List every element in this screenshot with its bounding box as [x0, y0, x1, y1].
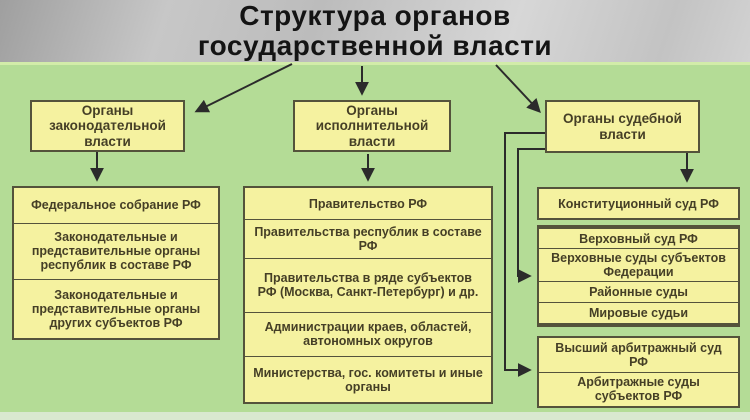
general-courts-box: Верховный суд РФ Верховные суды субъекто…	[537, 225, 740, 327]
arbitration-courts-box: Высший арбитражный суд РФ Арбитражные су…	[537, 336, 740, 408]
page-title: Структура органов государственной власти	[198, 1, 552, 60]
cell-supreme-courts-subjects: Верховные суды субъектов Федерации	[539, 248, 738, 281]
cell-governments-subjects: Правительства в ряде субъектов РФ (Москв…	[245, 258, 491, 312]
cell-administrations: Администрации краев, областей, автономны…	[245, 311, 491, 356]
cell-government-rf: Правительство РФ	[308, 196, 428, 211]
cell-arbitration-courts-subjects: Арбитражные суды субъектов РФ	[539, 371, 738, 407]
diagram-area: Органы законодательной власти Федерально…	[0, 62, 750, 412]
executive-header-box: Органы исполнительной власти	[293, 100, 451, 152]
judicial-header-box: Органы судебной власти	[545, 100, 700, 153]
cell-governments-republics: Правительства республик в составе РФ	[245, 219, 491, 258]
page-title-line1: Структура органов	[239, 0, 511, 32]
arrow-title-to-judicial	[495, 64, 541, 114]
arrow-title-to-legislative	[194, 63, 293, 113]
title-strip: Структура органов государственной власти	[0, 0, 750, 62]
cell-ministries: Министерства, гос. комитеты и иные орган…	[245, 356, 491, 402]
legislative-header-box: Органы законодательной власти	[30, 100, 185, 152]
cell-magistrates: Мировые судьи	[539, 301, 738, 323]
cell-constitutional-court: Конституционный суд РФ	[537, 187, 740, 220]
page-title-line2: государственной власти	[197, 30, 553, 61]
executive-list-box: Правительство РФ Правительства республик…	[243, 186, 493, 404]
cell-higher-arbitration-court: Высший арбитражный суд РФ	[555, 340, 722, 369]
legislative-list-box: Федеральное собрание РФ Законодательные …	[12, 186, 220, 340]
cell-district-courts: Районные суды	[539, 281, 738, 301]
cell-legislative-republics: Законодательные и представительные орган…	[14, 222, 218, 279]
cell-supreme-court: Верховный суд РФ	[579, 231, 698, 246]
bottom-strip	[0, 412, 750, 420]
cell-legislative-other-subjects: Законодательные и представительные орган…	[14, 278, 218, 338]
cell-federal-assembly: Федеральное собрание РФ	[31, 198, 201, 213]
